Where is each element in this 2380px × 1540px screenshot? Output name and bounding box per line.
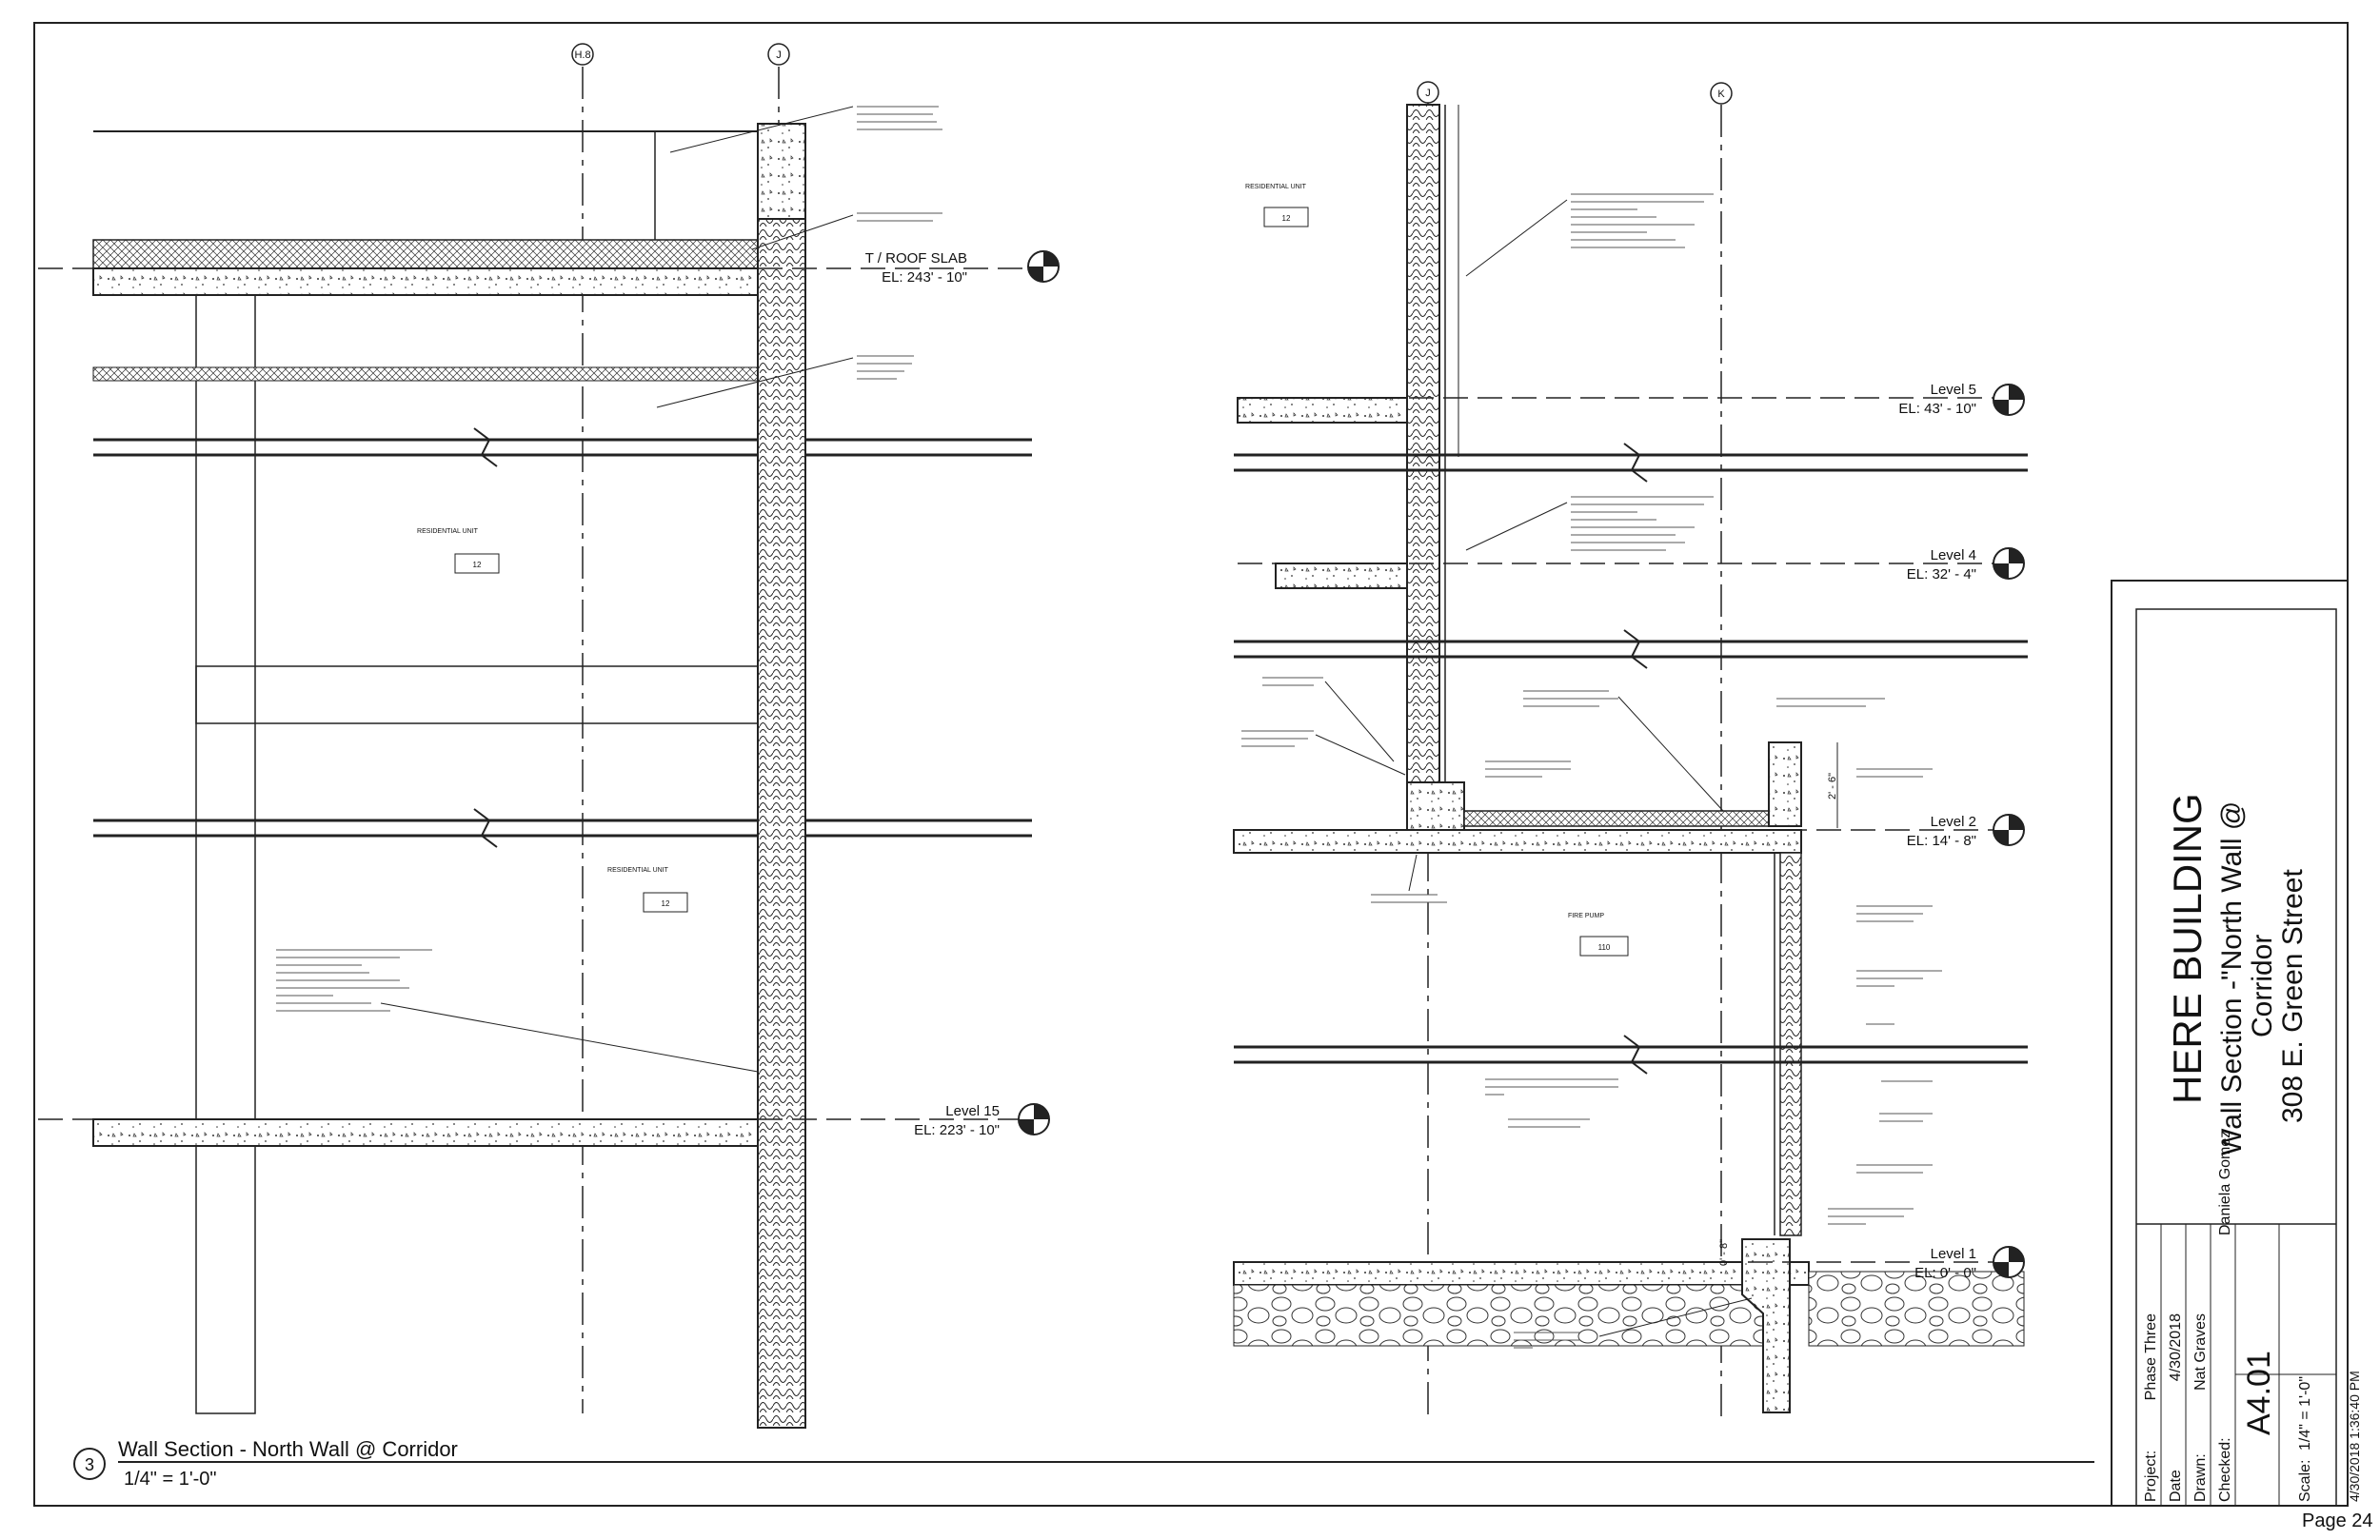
scale-value: 1/4" = 1'-0" bbox=[2297, 1376, 2313, 1451]
view-number-bubble bbox=[73, 1448, 106, 1480]
grid-label-h8: H.8 bbox=[574, 49, 590, 61]
date-value: 4/30/2018 bbox=[2168, 1313, 2184, 1381]
sheet-border bbox=[33, 22, 2349, 1507]
footing-dimension: 0' - 8" bbox=[1718, 1239, 1730, 1266]
grid-bubble-k bbox=[1710, 82, 1733, 105]
parapet-curb bbox=[1768, 741, 1802, 827]
exterior-wall-upper bbox=[1406, 104, 1440, 791]
break-line-1 bbox=[93, 427, 1032, 467]
room-tag-right-2: FIRE PUMP 110 bbox=[1568, 913, 1629, 957]
room-tag-left-2: RESIDENTIAL UNIT 12 bbox=[607, 867, 688, 913]
level-4-name: Level 4 bbox=[1931, 547, 1976, 563]
room-number: 12 bbox=[1282, 214, 1291, 223]
room-tag-right-1: RESIDENTIAL UNIT 12 bbox=[1245, 184, 1309, 227]
level-1-elev: EL: 0' - 0" bbox=[1914, 1265, 1976, 1281]
room-label: FIRE PUMP bbox=[1568, 913, 1604, 919]
checked-label: Checked: bbox=[2217, 1437, 2233, 1502]
view-title: 3 Wall Section - North Wall @ Corridor 1… bbox=[73, 1437, 2094, 1490]
left-wall-section: H.8 J bbox=[38, 43, 1060, 1429]
grid-bubble-h8 bbox=[571, 43, 594, 66]
level-target-icon bbox=[1993, 814, 2025, 846]
foundation-wall bbox=[1741, 1238, 1791, 1413]
sheet-title-line-1: Wall Section -"North Wall @ bbox=[2216, 801, 2248, 1155]
exterior-wall-lower bbox=[1779, 852, 1802, 1236]
sheet-title-line-2: Corridor bbox=[2247, 935, 2278, 1037]
break-line-2 bbox=[93, 808, 1032, 848]
project-name: HERE BUILDING bbox=[2165, 793, 2210, 1104]
level-2-slab bbox=[1233, 829, 1802, 854]
view-number: 3 bbox=[85, 1455, 94, 1474]
room-label: RESIDENTIAL UNIT bbox=[607, 867, 669, 874]
level-target-icon bbox=[1993, 384, 2025, 416]
scale-label: Scale: bbox=[2297, 1460, 2313, 1502]
level-1-name: Level 1 bbox=[1931, 1246, 1976, 1262]
parapet-dimension: 2' - 6" bbox=[1827, 773, 1838, 800]
level-2-elev: EL: 14' - 8" bbox=[1907, 833, 1976, 849]
break-line-3 bbox=[1234, 443, 2028, 483]
beam-zone bbox=[195, 665, 761, 724]
date-label: Date bbox=[2168, 1470, 2184, 1502]
project-label: Project: bbox=[2143, 1451, 2159, 1502]
checked-value: Daniela Gomez bbox=[2217, 1131, 2233, 1235]
roof-level-elev: EL: 243' - 10" bbox=[882, 269, 967, 286]
level-15-name: Level 15 bbox=[945, 1103, 1000, 1119]
break-line-5 bbox=[1234, 1035, 2028, 1075]
roof-membrane bbox=[1463, 810, 1770, 827]
sheet-number: A4.01 bbox=[2241, 1351, 2277, 1435]
ceiling-insulation-strip bbox=[92, 366, 761, 382]
annotation-notes-right bbox=[1241, 193, 1942, 1349]
room-label: RESIDENTIAL UNIT bbox=[417, 528, 479, 535]
view-scale: 1/4" = 1'-0" bbox=[124, 1469, 217, 1490]
break-line-4 bbox=[1234, 629, 2028, 669]
roof-level-name: T / ROOF SLAB bbox=[865, 250, 967, 267]
level-target-icon bbox=[1027, 250, 1060, 283]
grid-bubble-j-left bbox=[767, 43, 790, 66]
column-left bbox=[195, 294, 256, 1414]
grid-label-k: K bbox=[1717, 89, 1725, 100]
roof-insulation bbox=[92, 239, 761, 269]
grid-bubble-j-right bbox=[1417, 81, 1439, 104]
print-timestamp: 4/30/2018 1:36:40 PM bbox=[2347, 1371, 2362, 1502]
room-number: 110 bbox=[1598, 943, 1611, 952]
page-number: Page 24 bbox=[2302, 1510, 2373, 1531]
parapet bbox=[757, 123, 806, 220]
title-block-frame bbox=[2135, 608, 2337, 1507]
gravel-exterior bbox=[1808, 1271, 2025, 1347]
level-target-icon bbox=[1993, 1246, 2025, 1278]
drawn-value: Nat Graves bbox=[2192, 1313, 2209, 1391]
gravel-fill bbox=[1233, 1284, 1791, 1347]
title-block: HERE BUILDING Wall Section -"North Wall … bbox=[2111, 23, 2373, 1531]
room-label: RESIDENTIAL UNIT bbox=[1245, 184, 1307, 190]
room-number: 12 bbox=[473, 561, 482, 569]
level-target-icon bbox=[1018, 1103, 1050, 1135]
level-5-name: Level 5 bbox=[1931, 382, 1976, 398]
level-4-slab bbox=[1275, 563, 1408, 589]
grid-label-j-left: J bbox=[776, 49, 782, 61]
right-wall-section: J K Level 5 EL: 43' - 10" Level 4 EL: 32… bbox=[1233, 81, 2028, 1418]
grid-label-j-right: J bbox=[1425, 88, 1431, 99]
project-address: 308 E. Green Street bbox=[2277, 869, 2309, 1123]
roof-slab bbox=[92, 267, 761, 296]
level-5-slab bbox=[1237, 397, 1408, 424]
exterior-wall-panel bbox=[757, 123, 806, 1429]
room-number: 12 bbox=[662, 899, 670, 908]
view-name: Wall Section - North Wall @ Corridor bbox=[118, 1437, 458, 1461]
level-4-elev: EL: 32' - 4" bbox=[1907, 566, 1976, 582]
drawn-label: Drawn: bbox=[2192, 1453, 2209, 1502]
room-tag-left-1: RESIDENTIAL UNIT 12 bbox=[417, 528, 500, 574]
level-5-elev: EL: 43' - 10" bbox=[1898, 401, 1976, 417]
level-15-slab bbox=[92, 1118, 761, 1147]
curb bbox=[1406, 781, 1465, 831]
project-value: Phase Three bbox=[2143, 1313, 2159, 1400]
level-2-name: Level 2 bbox=[1931, 814, 1976, 830]
level-target-icon bbox=[1993, 547, 2025, 580]
annotation-notes-left bbox=[276, 106, 942, 1073]
level-15-elev: EL: 223' - 10" bbox=[914, 1122, 1000, 1138]
